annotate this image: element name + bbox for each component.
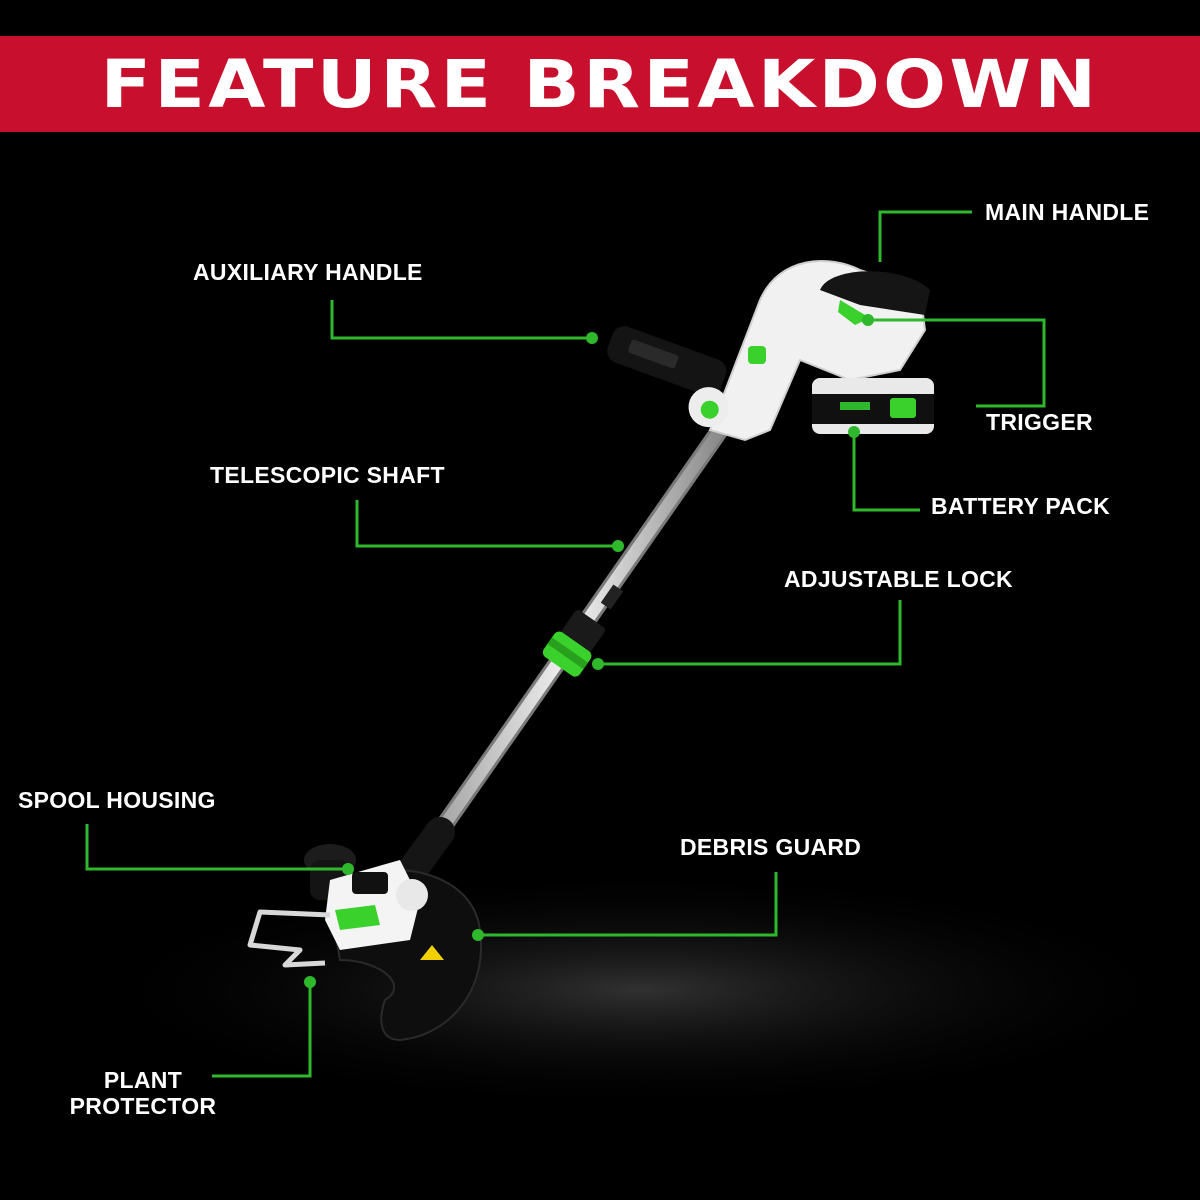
label-adjustable-lock: ADJUSTABLE LOCK	[784, 566, 1013, 592]
plant-protector-graphic	[247, 909, 331, 968]
label-battery-pack: BATTERY PACK	[931, 493, 1111, 519]
battery-pack-graphic	[812, 378, 934, 434]
auxiliary-handle-graphic	[607, 326, 729, 428]
label-plant-protector: PLANT PROTECTOR	[43, 1067, 243, 1119]
leader-main-handle	[878, 210, 972, 262]
label-trigger: TRIGGER	[986, 409, 1093, 435]
label-auxiliary-handle: AUXILIARY HANDLE	[193, 259, 423, 285]
header-banner: FEATURE BREAKDOWN	[0, 36, 1200, 132]
upper-body-graphic	[708, 260, 930, 442]
label-spool-housing: SPOOL HOUSING	[18, 787, 216, 813]
label-main-handle: MAIN HANDLE	[985, 199, 1150, 225]
label-debris-guard: DEBRIS GUARD	[680, 834, 862, 860]
callout-dots	[304, 314, 874, 988]
label-telescopic-shaft: TELESCOPIC SHAFT	[210, 462, 445, 488]
callout-leader-lines	[85, 210, 1046, 1078]
leader-adjustable-lock	[598, 600, 902, 666]
adjustable-lock-graphic	[542, 610, 605, 677]
leader-auxiliary-handle	[330, 300, 592, 340]
leader-battery-pack	[852, 432, 920, 512]
leader-plant-protector	[212, 982, 312, 1078]
banner-title: FEATURE BREAKDOWN	[100, 45, 1100, 123]
leader-spool-housing	[85, 824, 348, 871]
leader-debris-guard	[478, 872, 778, 937]
label-plant-protector-line1: PLANT	[103, 1067, 183, 1093]
leader-telescopic-shaft	[355, 500, 618, 548]
label-plant-protector-line2: PROTECTOR	[69, 1093, 217, 1119]
leader-trigger	[868, 318, 1046, 408]
floor-shadow	[80, 870, 1200, 1110]
